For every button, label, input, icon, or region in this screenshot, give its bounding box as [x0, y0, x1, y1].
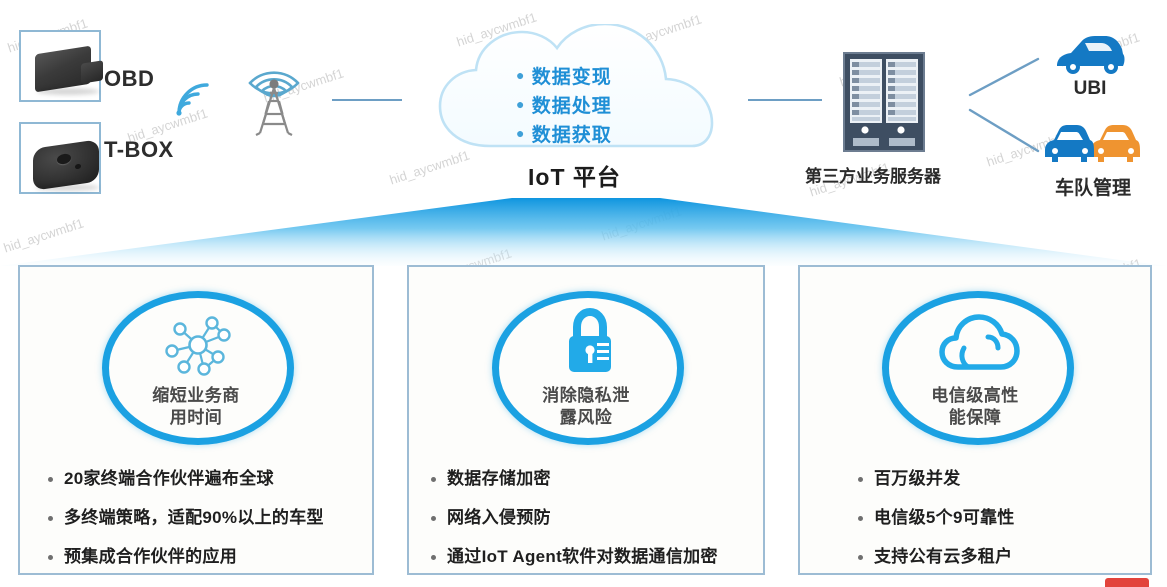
feature-card-3-title: 电信级高性 能保障 [800, 385, 1150, 429]
cloud-title: IoT 平台 [528, 164, 621, 190]
list-item: 数据存储加密 [431, 469, 755, 489]
connector-line-right [748, 99, 822, 101]
cloud-item-2-label: 数据获取 [531, 125, 612, 146]
feature-card-1-bullets: 20家终端合作伙伴遍布全球 多终端策略，适配90%以上的车型 预集成合作伙伴的应… [48, 469, 362, 586]
feature-card-3-bullet-0: 百万级并发 [874, 469, 961, 488]
list-item: 预集成合作伙伴的应用 [48, 547, 362, 567]
feature-card-1-bullet-0: 20家终端合作伙伴遍布全球 [64, 469, 274, 488]
bullet-dot-icon [431, 516, 436, 521]
feature-card-3: 电信级高性 能保障 百万级并发 电信级5个9可靠性 支持公有云多租户 [798, 265, 1152, 575]
feature-card-3-title-line1: 电信级高性 [931, 386, 1019, 405]
feature-card-3-bullet-2: 支持公有云多租户 [874, 547, 1013, 566]
bottom-accent-sliver [1105, 578, 1149, 587]
feature-card-1-title-line1: 缩短业务商 [152, 386, 240, 405]
feature-card-2-bullet-1: 网络入侵预防 [447, 508, 551, 527]
ubi-label: UBI [1073, 78, 1107, 99]
server-label: 第三方业务服务器 [805, 167, 941, 186]
feature-card-3-title-line2: 能保障 [948, 408, 1002, 427]
bullet-dot-icon [431, 555, 436, 560]
feature-card-1-title-line2: 用时间 [169, 408, 223, 427]
bullet-dot-icon [858, 477, 863, 482]
server-rack-icon [843, 52, 925, 152]
cell-tower-icon [248, 71, 300, 136]
bullet-dot-icon [858, 516, 863, 521]
cloud-item-1-label: 数据处理 [531, 96, 612, 117]
bullet-dot-icon [431, 477, 436, 482]
bullet-dot-icon [48, 477, 53, 482]
feature-card-2-title-line2: 露风险 [559, 408, 613, 427]
cloud-item-0: ● 数据变现 [516, 67, 612, 88]
list-item: 多终端策略，适配90%以上的车型 [48, 508, 362, 528]
padlock-icon [569, 307, 611, 372]
feature-card-2-bullet-2: 通过IoT Agent软件对数据通信加密 [447, 547, 718, 566]
obd-shadow [37, 88, 99, 95]
list-item: 通过IoT Agent软件对数据通信加密 [431, 547, 755, 567]
list-item: 百万级并发 [858, 469, 1140, 489]
feature-card-2-title-line1: 消除隐私泄 [542, 386, 630, 405]
bullet-dot-icon [48, 555, 53, 560]
feature-card-2-bullet-0: 数据存储加密 [447, 469, 551, 488]
obd-plug-icon [81, 60, 103, 84]
tbox-device-box [19, 122, 101, 194]
fleet-cars-icon [1045, 125, 1140, 162]
network-nodes-icon [165, 316, 231, 376]
feature-card-2: 消除隐私泄 露风险 数据存储加密 网络入侵预防 通过IoT Agent软件对数据… [407, 265, 765, 575]
feature-card-3-bullets: 百万级并发 电信级5个9可靠性 支持公有云多租户 [858, 469, 1140, 586]
feature-card-1-ring [102, 291, 294, 445]
server-endpoint-connectors [968, 57, 1040, 153]
tbox-shadow [35, 184, 99, 191]
sports-car-icon [1057, 36, 1125, 74]
cloud-icon [939, 314, 1020, 370]
cloud-shape-icon [438, 24, 714, 148]
fleet-label: 车队管理 [1054, 178, 1131, 199]
list-item: 支持公有云多租户 [858, 547, 1140, 567]
feature-card-2-bullets: 数据存储加密 网络入侵预防 通过IoT Agent软件对数据通信加密 [431, 469, 755, 586]
list-item: 20家终端合作伙伴遍布全球 [48, 469, 362, 489]
cloud-item-0-label: 数据变现 [531, 67, 612, 88]
list-item: 网络入侵预防 [431, 508, 755, 528]
wifi-signal-icon [176, 83, 209, 116]
obd-device-box [19, 30, 103, 102]
feature-card-3-bullet-1: 电信级5个9可靠性 [874, 508, 1015, 527]
connector-line-left [332, 99, 402, 101]
feature-card-2-ring [492, 291, 684, 445]
tbox-label: T-BOX [104, 137, 174, 162]
feature-card-2-title: 消除隐私泄 露风险 [409, 385, 763, 429]
feature-card-3-ring [882, 291, 1074, 445]
list-item: 电信级5个9可靠性 [858, 508, 1140, 528]
obd-label: OBD [104, 66, 155, 91]
tbox-device-icon [33, 139, 99, 191]
feature-card-1-bullet-1: 多终端策略，适配90%以上的车型 [64, 508, 324, 527]
feature-card-1-title: 缩短业务商 用时间 [20, 385, 372, 429]
cloud-item-2: ● 数据获取 [516, 125, 612, 146]
bullet-dot-icon [48, 516, 53, 521]
cloud-item-1: ● 数据处理 [516, 96, 612, 117]
bullet-dot-icon [858, 555, 863, 560]
feature-card-1-bullet-2: 预集成合作伙伴的应用 [64, 547, 237, 566]
spotlight-fan-shape [0, 198, 1167, 266]
feature-card-1: 缩短业务商 用时间 20家终端合作伙伴遍布全球 多终端策略，适配90%以上的车型… [18, 265, 374, 575]
